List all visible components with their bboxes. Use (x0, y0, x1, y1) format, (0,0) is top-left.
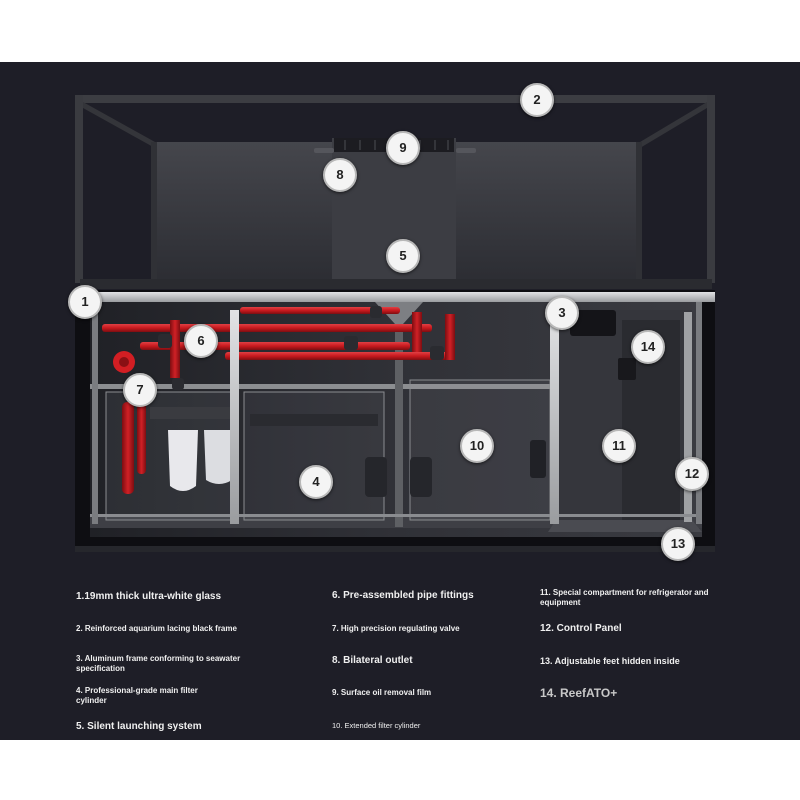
pipe-riser-3 (445, 314, 455, 360)
legend-item-10: 10. Extended filter cylinder (332, 721, 421, 730)
skimmer-unit (530, 440, 546, 478)
left-front-post (75, 95, 83, 283)
legend-item-13: 13. Adjustable feet hidden inside (540, 656, 680, 666)
right-outlet-nozzle (456, 148, 476, 153)
valve-pipe-right (137, 402, 146, 474)
main-filter-cylinder (243, 391, 385, 521)
right-back-post (636, 142, 642, 282)
pipe-elbow-2 (172, 378, 184, 390)
legend-item-4: 4. Professional-grade main filter cylind… (76, 686, 198, 705)
left-back-post (151, 142, 157, 282)
bottom-rail (75, 546, 715, 552)
legend-item-1: 1.19mm thick ultra-white glass (76, 591, 222, 602)
pipe-run-3 (225, 352, 450, 360)
callout-13: 13 (661, 527, 695, 561)
back-aluminum-rail (90, 384, 690, 389)
compartment-window (570, 310, 616, 336)
legend-item-7: 7. High precision regulating valve (332, 624, 460, 633)
return-pump-left (365, 457, 387, 497)
callout-2: 2 (520, 83, 554, 117)
right-front-post (707, 95, 715, 283)
legend-item-3: 3. Aluminum frame conforming to seawater… (76, 654, 241, 673)
pipe-riser-2 (412, 312, 422, 352)
left-outlet-nozzle (314, 148, 334, 153)
callout-10: 10 (460, 429, 494, 463)
aluminum-post-2 (550, 310, 559, 524)
control-panel-strip (684, 312, 692, 522)
pipe-run-top (240, 307, 400, 314)
legend-item-2: 2. Reinforced aquarium lacing black fram… (76, 624, 237, 633)
pipe-union-1 (344, 336, 358, 350)
tank-bottom-edge (80, 279, 712, 289)
callout-6: 6 (184, 324, 218, 358)
callout-12: 12 (675, 457, 709, 491)
callout-3: 3 (545, 296, 579, 330)
callout-8: 8 (323, 158, 357, 192)
legend-item-6: 6. Pre-assembled pipe fittings (332, 590, 474, 601)
pipe-union-3 (370, 306, 382, 318)
ato-controller (618, 358, 636, 380)
valve-pipe-left (122, 402, 134, 494)
pipe-riser-1 (170, 320, 180, 378)
legend-item-12: 12. Control Panel (540, 623, 622, 634)
filter-sock-left (168, 430, 198, 491)
cabinet-left-post (92, 302, 98, 524)
aluminum-post-1 (230, 310, 239, 524)
sump-baffle (250, 414, 378, 426)
return-pump-right (410, 457, 432, 497)
top-frame-rail (75, 95, 715, 103)
filter-sock-tray (150, 407, 230, 419)
legend-item-8: 8. Bilateral outlet (332, 655, 413, 666)
pipe-run-2 (140, 342, 410, 350)
callout-4: 4 (299, 465, 333, 499)
callout-1: 1 (68, 285, 102, 319)
callout-9: 9 (386, 131, 420, 165)
legend-item-11: 11. Special compartment for refrigerator… (540, 588, 709, 607)
pipe-elbow-1 (158, 334, 172, 348)
sump-cabinet (75, 290, 715, 552)
cabinet-right-post (696, 302, 702, 524)
pipe-union-2 (430, 346, 444, 360)
sump-base-edge (90, 514, 702, 517)
legend-item-14: 14. ReefATO+ (540, 686, 618, 700)
center-divider-post (395, 302, 403, 527)
callout-11: 11 (602, 429, 636, 463)
callout-5: 5 (386, 239, 420, 273)
diagram-panel: 1 2 3 4 5 6 7 8 9 10 11 12 13 14 1.19mm … (0, 62, 800, 740)
callout-7: 7 (123, 373, 157, 407)
callout-14: 14 (631, 330, 665, 364)
left-top-brace (83, 102, 155, 148)
top-aluminum-rail (75, 292, 715, 302)
filter-sock-right (204, 430, 234, 484)
compartment-floor (548, 520, 702, 532)
legend-item-9: 9. Surface oil removal film (332, 688, 432, 697)
right-top-brace (640, 102, 707, 148)
valve-knob (119, 357, 129, 367)
pipe-run-1 (102, 324, 432, 332)
legend-item-5: 5. Silent launching system (76, 721, 202, 732)
